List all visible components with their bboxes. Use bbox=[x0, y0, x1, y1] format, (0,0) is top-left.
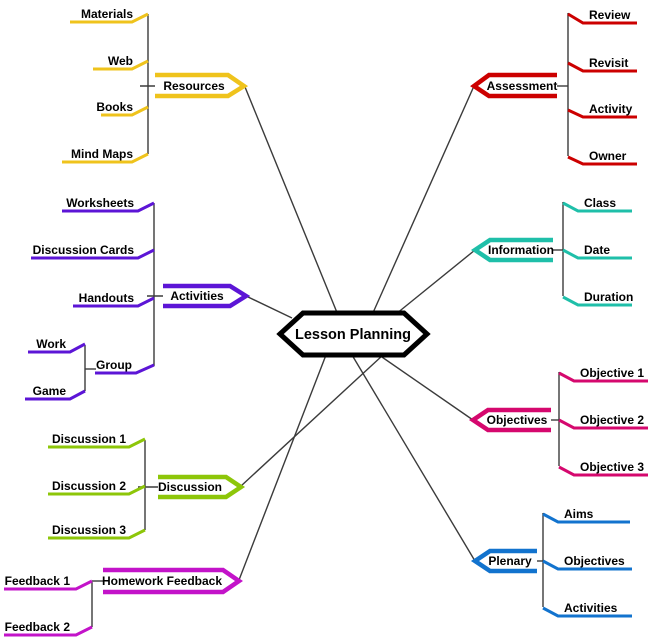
center-node[interactable]: Lesson Planning bbox=[276, 310, 431, 358]
leaf-mind-maps[interactable]: Mind Maps bbox=[71, 147, 133, 161]
connector-objectives bbox=[378, 354, 474, 421]
leaf-books[interactable]: Books bbox=[96, 100, 133, 114]
leaf-revisit[interactable]: Revisit bbox=[589, 56, 628, 70]
branch-assessment: Review Revisit Activity Owner Assessment bbox=[470, 8, 637, 166]
leaf-underline bbox=[25, 389, 86, 401]
node-objectives-shape[interactable] bbox=[468, 407, 551, 433]
leaf-duration[interactable]: Duration bbox=[584, 290, 633, 304]
leaf-handouts[interactable]: Handouts bbox=[79, 291, 135, 305]
leaf-plenary-objectives[interactable]: Objectives bbox=[564, 554, 625, 568]
leaf-review[interactable]: Review bbox=[589, 8, 631, 22]
connector-resources bbox=[244, 86, 339, 316]
leaf-underline bbox=[562, 201, 632, 213]
leaf-feedback-1[interactable]: Feedback 1 bbox=[5, 574, 71, 588]
leaf-underline bbox=[4, 625, 93, 637]
leaf-underline bbox=[542, 512, 630, 524]
leaf-feedback-2[interactable]: Feedback 2 bbox=[5, 620, 71, 634]
leaf-underline bbox=[48, 484, 146, 496]
leaf-underline bbox=[562, 295, 632, 307]
connector-plenary bbox=[351, 354, 476, 562]
node-activities-label[interactable]: Activities bbox=[170, 289, 224, 303]
node-objectives-label[interactable]: Objectives bbox=[487, 413, 548, 427]
node-assessment-shape[interactable] bbox=[470, 72, 557, 99]
connector-assessment bbox=[371, 85, 475, 316]
leaf-activity[interactable]: Activity bbox=[589, 102, 633, 116]
center-connectors bbox=[238, 85, 476, 581]
leaf-discussion-cards[interactable]: Discussion Cards bbox=[33, 243, 135, 257]
node-plenary-shape[interactable] bbox=[470, 548, 537, 574]
leaf-underline bbox=[101, 105, 149, 117]
leaf-underline bbox=[62, 201, 155, 213]
node-information-shape[interactable] bbox=[470, 237, 553, 263]
leaf-underline bbox=[567, 108, 637, 119]
leaf-objective-1[interactable]: Objective 1 bbox=[580, 366, 644, 380]
leaf-date[interactable]: Date bbox=[584, 243, 610, 257]
leaf-underline bbox=[95, 363, 155, 375]
leaf-discussion-1[interactable]: Discussion 1 bbox=[52, 432, 126, 446]
node-resources-label[interactable]: Resources bbox=[163, 79, 225, 93]
connector-homework bbox=[238, 354, 327, 581]
node-assessment-label[interactable]: Assessment bbox=[487, 79, 558, 93]
leaf-objective-2[interactable]: Objective 2 bbox=[580, 413, 644, 427]
leaf-underline bbox=[558, 371, 648, 383]
branch-homework: Feedback 1 Feedback 2 Homework Feedback bbox=[4, 567, 243, 637]
leaf-game[interactable]: Game bbox=[33, 384, 67, 398]
leaf-underline bbox=[567, 155, 637, 166]
leaf-underline bbox=[28, 342, 86, 354]
leaf-underline bbox=[62, 152, 149, 164]
leaf-underline bbox=[93, 59, 149, 71]
leaf-web[interactable]: Web bbox=[108, 54, 133, 68]
node-resources-shape[interactable] bbox=[155, 72, 249, 99]
leaf-aims[interactable]: Aims bbox=[564, 507, 594, 521]
node-information-label[interactable]: Information bbox=[488, 243, 554, 257]
connector-discussion bbox=[240, 354, 384, 487]
leaf-work[interactable]: Work bbox=[36, 337, 66, 351]
center-node-shape[interactable] bbox=[276, 310, 431, 358]
branch-information: Class Date Duration Information bbox=[470, 196, 633, 307]
node-plenary-label[interactable]: Plenary bbox=[488, 554, 532, 568]
leaf-underline bbox=[567, 61, 637, 73]
leaf-underline bbox=[542, 606, 632, 618]
leaf-underline bbox=[562, 248, 632, 260]
leaf-discussion-3[interactable]: Discussion 3 bbox=[52, 523, 126, 537]
leaf-class[interactable]: Class bbox=[584, 196, 616, 210]
node-discussion-shape[interactable] bbox=[158, 474, 246, 500]
node-homework-label[interactable]: Homework Feedback bbox=[102, 574, 222, 588]
node-homework-shape[interactable] bbox=[103, 567, 243, 595]
branch-discussion: Discussion 1 Discussion 2 Discussion 3 D… bbox=[48, 432, 246, 540]
leaf-underline bbox=[558, 465, 648, 477]
center-node-label[interactable]: Lesson Planning bbox=[295, 327, 411, 343]
branch-plenary: Aims Objectives Activities Plenary bbox=[470, 507, 632, 618]
leaf-owner[interactable]: Owner bbox=[589, 149, 627, 163]
leaf-underline bbox=[48, 528, 146, 540]
branch-objectives: Objective 1 Objective 2 Objective 3 Obje… bbox=[468, 366, 648, 477]
leaf-underline bbox=[48, 437, 146, 449]
node-activities-shape[interactable] bbox=[163, 283, 251, 309]
leaf-underline bbox=[73, 296, 155, 308]
connector-information bbox=[395, 249, 476, 315]
leaf-worksheets[interactable]: Worksheets bbox=[66, 196, 134, 210]
leaf-underline bbox=[558, 418, 648, 430]
connector-activities bbox=[245, 295, 293, 319]
branch-activities: Worksheets Discussion Cards Handouts Gro… bbox=[25, 196, 251, 401]
leaf-group[interactable]: Group bbox=[96, 358, 132, 372]
leaf-materials[interactable]: Materials bbox=[81, 7, 133, 21]
node-discussion-label[interactable]: Discussion bbox=[158, 480, 222, 494]
leaf-objective-3[interactable]: Objective 3 bbox=[580, 460, 644, 474]
leaf-underline bbox=[70, 12, 149, 24]
leaf-underline bbox=[567, 12, 637, 25]
leaf-discussion-2[interactable]: Discussion 2 bbox=[52, 479, 126, 493]
leaf-underline bbox=[542, 559, 632, 571]
leaf-underline bbox=[31, 248, 155, 260]
leaf-plenary-activities[interactable]: Activities bbox=[564, 601, 618, 615]
branch-resources: Materials Web Books Mind Maps Resources bbox=[62, 7, 249, 164]
leaf-underline bbox=[4, 579, 93, 591]
